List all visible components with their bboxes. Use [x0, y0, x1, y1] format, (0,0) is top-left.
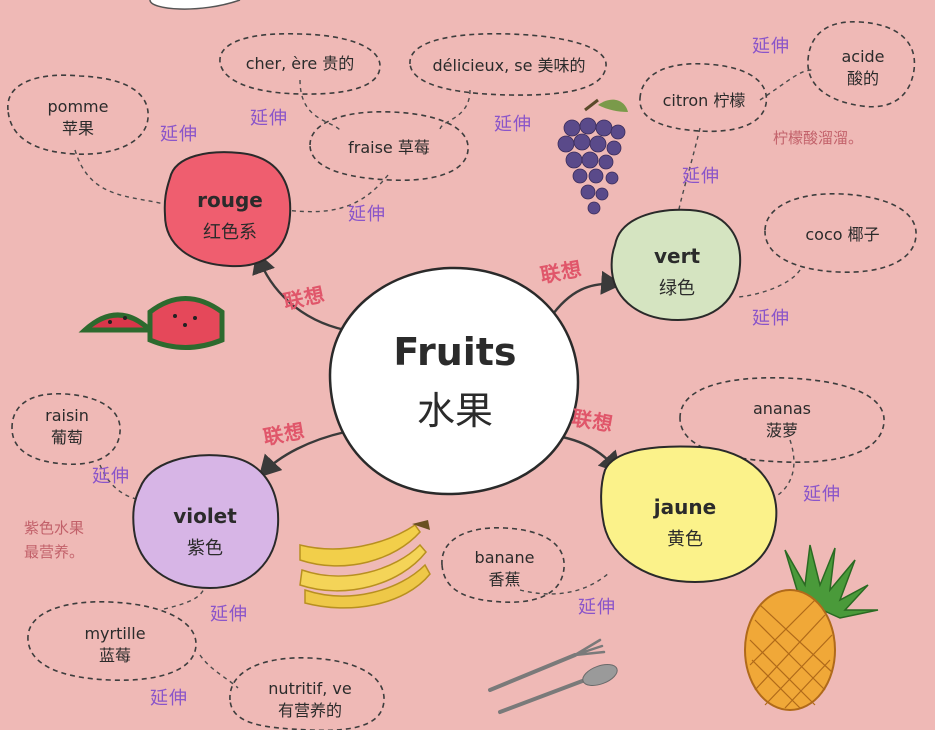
extension-label-raisin: 延伸: [92, 466, 130, 487]
word-acide: acide 酸的: [815, 46, 911, 89]
blob-violet: [132, 454, 280, 590]
category-jaune-fr: jaune: [653, 495, 717, 519]
bubble-banane: [441, 527, 565, 603]
category-violet-fr: violet: [173, 504, 237, 528]
word-cher-fr: cher, ère 贵的: [245, 54, 355, 73]
center-node: Fruits 水果: [370, 330, 540, 435]
word-myrtille-zh: 蓝莓: [98, 645, 131, 665]
bubble-acide: [807, 21, 916, 108]
blob-vert: [610, 208, 742, 322]
word-coco-fr: coco 椰子: [805, 225, 880, 244]
word-fraise-fr: fraise 草莓: [348, 138, 430, 157]
bubble-cher: [219, 32, 381, 95]
word-pomme-zh: 苹果: [61, 118, 94, 138]
bubble-raisin: [11, 392, 121, 466]
extension-label-coco: 延伸: [752, 308, 790, 329]
category-vert-fr: vert: [653, 244, 701, 268]
extension-label-pomme: 延伸: [160, 124, 198, 145]
category-violet: violet 紫色: [150, 504, 260, 560]
word-myrtille-fr: myrtille: [84, 624, 146, 643]
word-nutritif: nutritif, ve 有营养的: [242, 678, 378, 721]
word-nutritif-fr: nutritif, ve: [268, 679, 352, 698]
word-myrtille: myrtille 蓝莓: [45, 623, 185, 666]
bubble-citron: [639, 62, 768, 133]
category-vert-zh: 绿色: [659, 278, 695, 299]
category-rouge-fr: rouge: [197, 188, 263, 212]
category-rouge: rouge 红色系: [175, 188, 285, 244]
extension-label-fraise: 延伸: [348, 204, 386, 225]
word-citron: citron 柠檬: [645, 90, 763, 112]
word-citron-fr: citron 柠檬: [662, 91, 746, 110]
bubble-pomme: [7, 74, 149, 155]
word-pomme: pomme 苹果: [18, 96, 138, 139]
extension-label-ananas: 延伸: [803, 484, 841, 505]
center-title-fr: Fruits: [393, 330, 517, 374]
category-violet-zh: 紫色: [187, 538, 223, 559]
category-vert: vert 绿色: [622, 244, 732, 300]
word-coco: coco 椰子: [775, 224, 910, 246]
bubble-myrtille: [27, 601, 197, 681]
center-circle: [328, 266, 580, 496]
category-jaune-zh: 黄色: [667, 529, 703, 550]
partial-bubble: [149, 0, 241, 10]
blob-jaune: [600, 445, 778, 584]
word-banane: banane 香蕉: [452, 547, 557, 590]
extension-label-myrtille: 延伸: [210, 604, 248, 625]
extension-label-banane: 延伸: [578, 597, 616, 618]
note-violet-line-1: 紫色水果: [24, 519, 85, 537]
note-citron: 柠檬酸溜溜。: [773, 129, 864, 147]
word-fraise: fraise 草莓: [318, 137, 460, 159]
category-rouge-zh: 红色系: [203, 222, 257, 243]
category-jaune: jaune 黄色: [630, 495, 740, 551]
word-delicieux-fr: délicieux, se 美味的: [432, 56, 586, 75]
note-violet: 紫色水果 最营养。: [24, 516, 84, 564]
word-delicieux: délicieux, se 美味的: [415, 55, 603, 77]
bubble-fraise: [309, 110, 469, 182]
pineapple-image: [744, 544, 879, 711]
banana-image: [299, 520, 431, 609]
bubble-coco: [764, 193, 917, 273]
word-nutritif-zh: 有营养的: [277, 700, 342, 720]
center-title-zh: 水果: [416, 389, 493, 433]
word-ananas-zh: 菠萝: [765, 420, 798, 440]
extension-label-nutritif: 延伸: [150, 688, 188, 709]
word-acide-fr: acide: [841, 47, 885, 66]
word-bubbles: [7, 21, 917, 730]
extension-label-citron: 延伸: [682, 166, 720, 187]
extension-label-delicieux: 延伸: [494, 114, 532, 135]
word-cher: cher, ère 贵的: [225, 53, 375, 75]
extension-label-acide: 延伸: [752, 36, 790, 57]
note-violet-line-2: 最营养。: [24, 543, 85, 561]
word-raisin-zh: 葡萄: [50, 427, 83, 447]
word-raisin: raisin 葡萄: [18, 405, 116, 448]
word-acide-zh: 酸的: [846, 68, 879, 88]
word-banane-fr: banane: [474, 548, 535, 567]
blob-rouge: [163, 151, 292, 268]
watermelon-image: [78, 296, 225, 350]
grapes-image: [557, 98, 628, 215]
word-pomme-fr: pomme: [47, 97, 109, 116]
word-raisin-fr: raisin: [45, 406, 89, 425]
bubble-delicieux: [409, 32, 607, 96]
word-banane-zh: 香蕉: [488, 569, 521, 589]
extension-label-cher: 延伸: [250, 108, 288, 129]
word-ananas-fr: ananas: [752, 399, 812, 418]
fork-spoon-image: [488, 638, 618, 714]
word-ananas: ananas 菠萝: [722, 398, 842, 441]
